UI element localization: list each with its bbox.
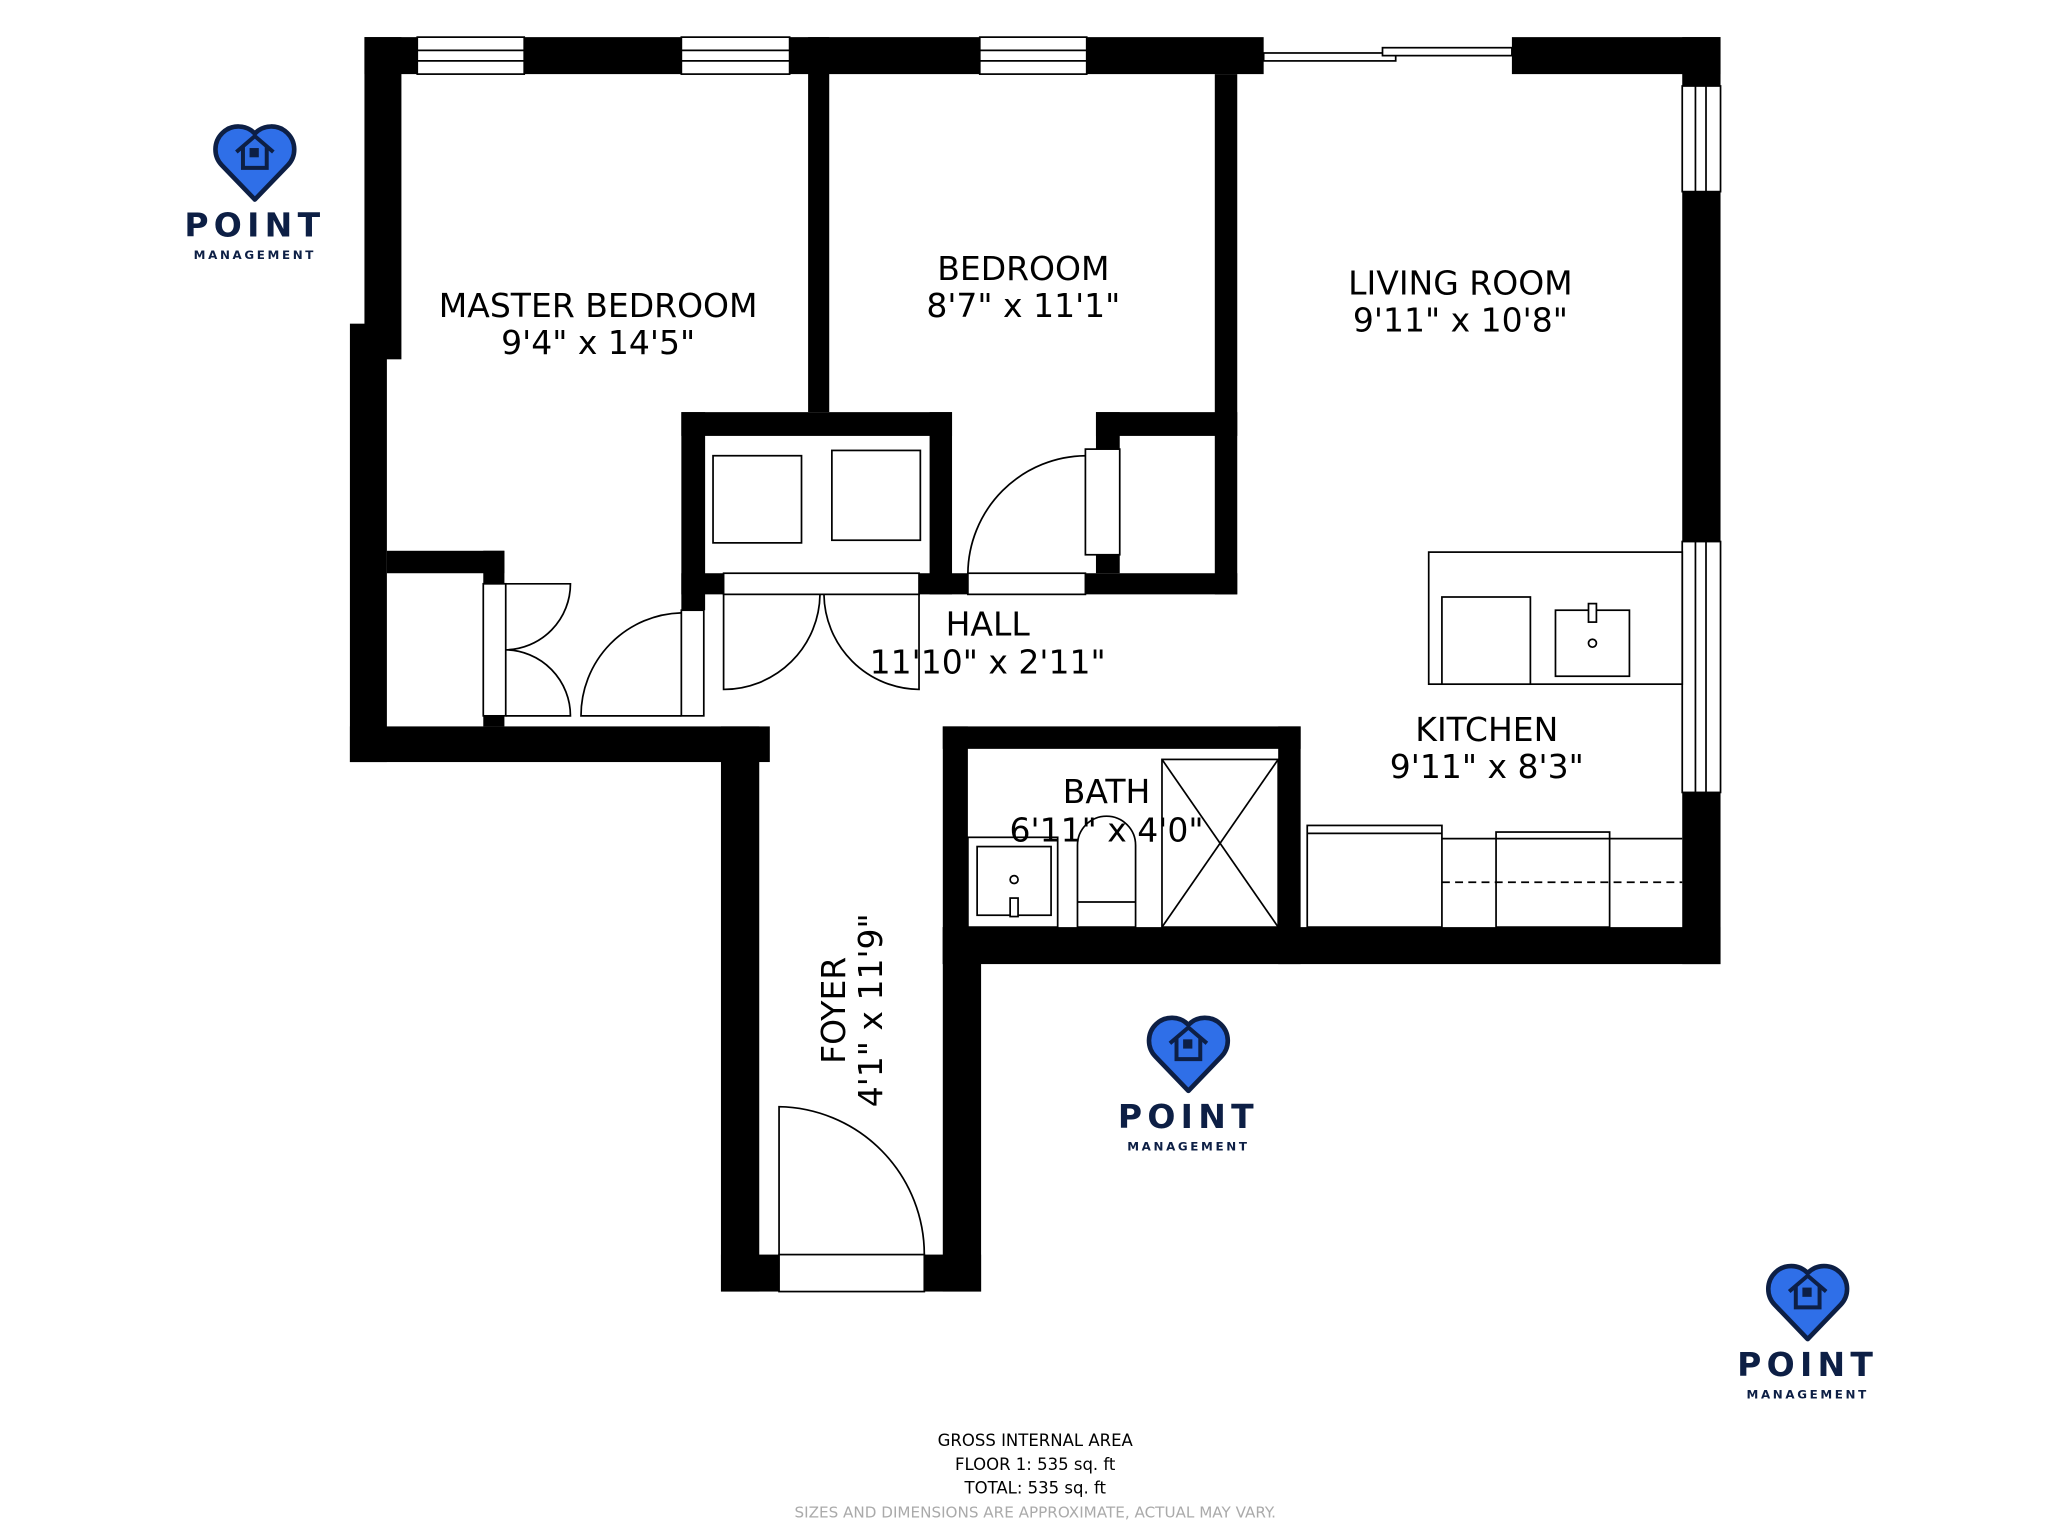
room-dims-bath: 6'11" x 4'0"	[1010, 810, 1204, 849]
heart-icon	[213, 124, 297, 202]
room-name-bath: BATH	[1063, 772, 1151, 811]
logo-sub: MANAGEMENT	[1746, 1388, 1868, 1402]
fixtures	[482, 448, 1684, 1255]
house-icon	[1168, 1024, 1209, 1062]
logo-sub: MANAGEMENT	[194, 248, 316, 262]
house-icon	[235, 133, 275, 170]
room-dims-living-room: 9'11" x 10'8"	[1353, 301, 1568, 340]
room-name-foyer: FOYER	[814, 957, 853, 1064]
walls	[349, 37, 1721, 1292]
room-name-living-room: LIVING ROOM	[1348, 264, 1573, 303]
room-labels: MASTER BEDROOM 9'4" x 14'5" BEDROOM 8'7"…	[439, 249, 1584, 1107]
heart-icon	[1766, 1263, 1850, 1342]
room-dims-foyer: 4'1" x 11'9"	[851, 913, 890, 1107]
point-management-logo: POINT MANAGEMENT	[1737, 1263, 1878, 1402]
gross-area-heading: GROSS INTERNAL AREA	[938, 1431, 1134, 1450]
room-dims-hall: 11'10" x 2'11"	[870, 643, 1106, 682]
total-area: TOTAL: 535 sq. ft	[964, 1479, 1107, 1498]
windows	[416, 36, 1722, 1293]
logos: POINT MANAGEMENT POINT MANAGEMENT POINT MANAG…	[184, 124, 1878, 1402]
room-name-kitchen: KITCHEN	[1415, 710, 1558, 749]
point-management-logo: POINT MANAGEMENT	[184, 124, 325, 262]
window-icon	[1802, 1287, 1812, 1297]
logo-brand: POINT	[184, 206, 325, 245]
floor-area: FLOOR 1: 535 sq. ft	[955, 1455, 1116, 1474]
heart-icon	[1146, 1015, 1231, 1094]
room-name-bedroom: BEDROOM	[937, 249, 1109, 288]
logo-sub: MANAGEMENT	[1127, 1139, 1249, 1153]
point-management-logo: POINT MANAGEMENT	[1118, 1015, 1259, 1153]
logo-brand: POINT	[1737, 1345, 1878, 1384]
logo-brand: POINT	[1118, 1097, 1259, 1136]
room-dims-kitchen: 9'11" x 8'3"	[1390, 747, 1584, 786]
window-icon	[1183, 1039, 1193, 1049]
house-icon	[1787, 1273, 1828, 1310]
room-dims-bedroom: 8'7" x 11'1"	[926, 286, 1120, 325]
room-name-hall: HALL	[946, 604, 1031, 643]
room-name-master-bedroom: MASTER BEDROOM	[439, 286, 758, 325]
footer: GROSS INTERNAL AREA FLOOR 1: 535 sq. ft …	[794, 1431, 1275, 1521]
window-icon	[249, 148, 259, 158]
room-dims-master-bedroom: 9'4" x 14'5"	[501, 323, 695, 362]
disclaimer: SIZES AND DIMENSIONS ARE APPROXIMATE, AC…	[794, 1503, 1275, 1521]
